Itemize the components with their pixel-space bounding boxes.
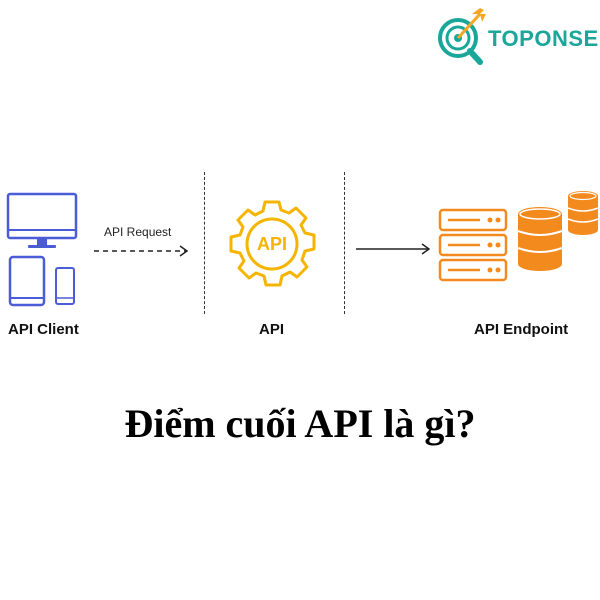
api-client-label: API Client bbox=[8, 321, 79, 338]
brand-name: TOPONSEEK bbox=[488, 26, 600, 51]
brand-logo: TOPONSEEK bbox=[436, 8, 600, 70]
target-magnifier-icon bbox=[438, 8, 486, 65]
request-arrow bbox=[94, 245, 189, 257]
api-gear-icon: API bbox=[229, 200, 316, 287]
api-label: API bbox=[259, 321, 285, 338]
response-arrow bbox=[356, 243, 431, 255]
api-gear-text: API bbox=[257, 234, 287, 254]
section-divider bbox=[204, 172, 205, 314]
api-endpoint-label: API Endpoint bbox=[474, 321, 569, 338]
database-icon bbox=[567, 191, 599, 235]
page-title: Điểm cuối API là gì? bbox=[124, 401, 476, 446]
server-rack-icon bbox=[438, 208, 508, 282]
client-devices-icon bbox=[6, 192, 78, 307]
api-request-label: API Request bbox=[104, 225, 172, 239]
section-divider bbox=[344, 172, 345, 314]
database-icon bbox=[517, 207, 563, 271]
